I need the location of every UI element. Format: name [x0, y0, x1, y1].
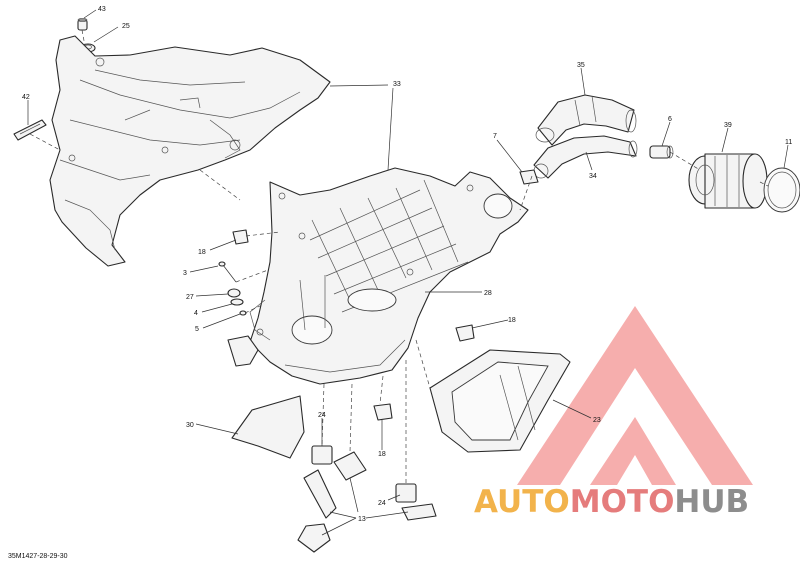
part-42-plate [13, 119, 47, 141]
part-34-hose [533, 135, 638, 179]
part-7-clip [519, 169, 539, 185]
assembly-lines [29, 29, 769, 484]
callout-6: 6 [668, 116, 672, 123]
callout-18-b: 18 [508, 317, 516, 324]
callout-43: 43 [98, 6, 106, 13]
part-18-tab-c [373, 403, 393, 421]
part-24-clip-a [311, 445, 333, 465]
watermark-moto: MOTO [569, 484, 675, 520]
part-4-washer [230, 298, 244, 306]
part-13-strap-b [333, 451, 367, 481]
callout-4: 4 [194, 310, 198, 317]
part-13-strap-a [303, 469, 337, 519]
watermark-logo-icon [517, 306, 753, 485]
upper-air-box-cover [49, 35, 331, 267]
part-5-nut [239, 310, 247, 316]
callout-30: 30 [186, 422, 194, 429]
callout-23: 23 [593, 417, 601, 424]
main-air-box-body [249, 167, 529, 385]
watermark-brand-text: AUTOMOTOHUB [474, 484, 794, 520]
part-43-cap [77, 18, 88, 31]
callout-7: 7 [493, 133, 497, 140]
callout-35: 35 [577, 62, 585, 69]
callout-18-a: 18 [198, 249, 206, 256]
callout-24-b: 24 [378, 500, 386, 507]
callout-28: 28 [484, 290, 492, 297]
callout-3: 3 [183, 270, 187, 277]
part-23-filter-frame [429, 349, 571, 453]
part-30-plate [231, 395, 305, 459]
part-18-tab-b [455, 324, 475, 342]
callout-5: 5 [195, 326, 199, 333]
callout-42: 42 [22, 94, 30, 101]
watermark-hub: HUB [674, 484, 750, 520]
part-13-strap-d [401, 503, 437, 521]
reference-code: 35M1427-28-29-30 [8, 553, 68, 560]
air-box-flange [227, 335, 259, 367]
callout-39: 39 [724, 122, 732, 129]
part-11-clamp [763, 167, 800, 213]
callout-27: 27 [186, 294, 194, 301]
part-35-hose [535, 94, 637, 146]
part-6-connector [649, 145, 674, 159]
callout-24-a: 24 [318, 412, 326, 419]
leader-lines [27, 9, 789, 536]
part-3-screw [218, 261, 237, 283]
watermark-auto: AUTO [474, 484, 570, 520]
callout-33: 33 [393, 81, 401, 88]
callout-25: 25 [122, 23, 130, 30]
part-39-adaptor [688, 153, 768, 209]
callout-18-c: 18 [378, 451, 386, 458]
callout-13: 13 [358, 516, 366, 523]
part-18-tab-a [232, 229, 249, 245]
part-27-spring [227, 288, 241, 298]
callout-11: 11 [785, 139, 792, 146]
callout-34: 34 [589, 173, 597, 180]
callouts: 43 25 42 33 35 7 6 39 11 34 18 3 27 4 5 … [22, 6, 792, 523]
part-13-strap-c [297, 523, 331, 553]
part-24-clip-b [395, 483, 417, 503]
